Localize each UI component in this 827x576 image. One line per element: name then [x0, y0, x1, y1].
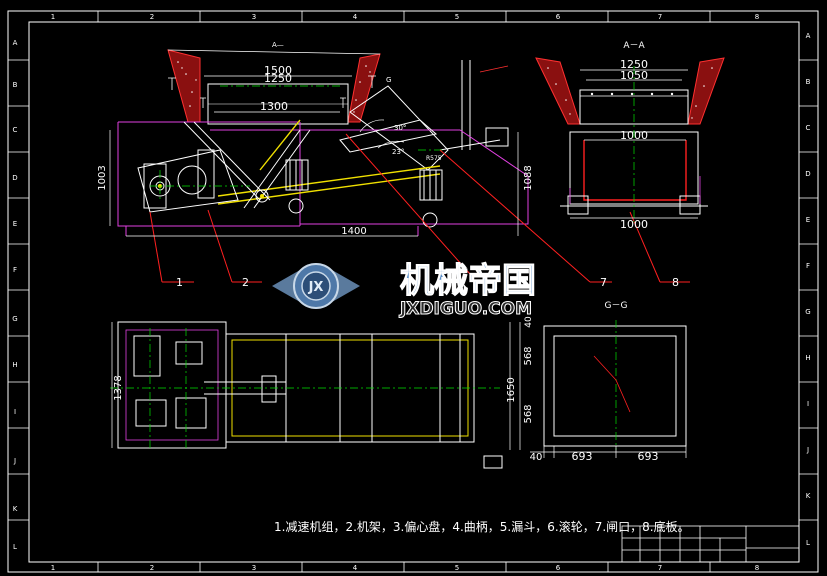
row-label-right-H: H	[805, 354, 810, 362]
section-label-a: A—	[272, 41, 284, 49]
row-label-right-F: F	[806, 262, 810, 270]
angle-30: 30°	[394, 124, 406, 132]
row-label-left-H: H	[12, 361, 17, 369]
watermark-en: JXDIGUO.COM	[399, 299, 532, 319]
row-label-left-A: A	[13, 39, 18, 47]
row-label-left-E: E	[13, 220, 17, 228]
dim-568-upper: 568	[523, 346, 534, 365]
col-label-top-4: 4	[353, 13, 358, 21]
col-label-bottom-1: 1	[51, 564, 55, 572]
row-label-left-D: D	[12, 174, 17, 182]
dim-aa-1000-inner: 1000	[620, 129, 648, 142]
row-label-left-J: J	[13, 457, 16, 465]
row-label-left-B: B	[13, 81, 18, 89]
col-label-top-1: 1	[51, 13, 55, 21]
col-label-top-7: 7	[658, 13, 662, 21]
watermark-logo: JX	[272, 263, 360, 309]
dim-gg-40: 40	[530, 452, 543, 463]
zone-ticks	[8, 11, 818, 572]
dim-1378: 1378	[113, 375, 124, 400]
col-label-bottom-2: 2	[150, 564, 154, 572]
parts-legend: 1.减速机组，2.机架，3.偏心盘，4.曲柄，5.漏斗，6.滚轮，7.闸口，8.…	[274, 519, 690, 534]
section-title-gg: G－G	[605, 301, 628, 311]
col-label-bottom-6: 6	[556, 564, 561, 572]
row-label-left-G: G	[12, 315, 17, 323]
watermark-cn: 机械帝国	[400, 261, 536, 301]
section-gg-view: G－G 40 693 693	[530, 301, 687, 463]
watermark: JX 机械帝国 JXDIGUO.COM	[272, 260, 537, 320]
dim-1300: 1300	[260, 100, 288, 113]
callout-2: 2	[242, 276, 249, 289]
dim-aa-1250: 1250	[620, 58, 648, 71]
row-label-right-D: D	[805, 170, 810, 178]
dim-gg-693-left: 693	[572, 450, 593, 463]
callout-8: 8	[672, 276, 679, 289]
col-label-top-5: 5	[455, 13, 459, 21]
col-label-top-2: 2	[150, 13, 154, 21]
row-label-left-C: C	[13, 126, 18, 134]
row-label-right-E: E	[806, 216, 810, 224]
dim-1650: 1650	[506, 377, 517, 402]
dim-plan-40: 40	[524, 316, 534, 328]
radius-575: R575	[426, 155, 442, 162]
row-label-right-K: K	[806, 492, 811, 500]
dim-1088: 1088	[523, 165, 534, 190]
angle-23: 23°	[392, 148, 404, 156]
row-label-right-J: J	[806, 446, 809, 454]
col-label-bottom-4: 4	[353, 564, 358, 572]
row-label-left-L: L	[13, 543, 17, 551]
row-label-right-B: B	[806, 78, 811, 86]
elevation-view: 1500 1250 1300 1003 1088 1400 30° 23° R5…	[97, 41, 690, 283]
dim-1003: 1003	[97, 165, 108, 190]
row-label-right-C: C	[806, 124, 811, 132]
section-title-aa: A－A	[623, 41, 645, 51]
row-label-right-L: L	[806, 539, 810, 547]
row-label-left-F: F	[13, 266, 17, 274]
col-label-bottom-5: 5	[455, 564, 459, 572]
col-label-top-6: 6	[556, 13, 561, 21]
watermark-logo-text: JX	[308, 280, 324, 295]
col-label-top-8: 8	[755, 13, 759, 21]
col-label-bottom-3: 3	[252, 564, 256, 572]
dim-1400: 1400	[341, 226, 366, 237]
section-aa-view: A－A 1250 1050 1000 1000	[535, 41, 725, 231]
row-label-right-I: I	[807, 400, 809, 408]
dim-gg-693-right: 693	[638, 450, 659, 463]
col-label-bottom-8: 8	[755, 564, 759, 572]
row-label-left-I: I	[14, 408, 16, 416]
dim-aa-1050: 1050	[620, 69, 648, 82]
dim-568-lower: 568	[523, 404, 534, 423]
hopper-rock-left	[167, 49, 381, 123]
row-label-right-A: A	[806, 32, 811, 40]
title-block	[621, 525, 800, 563]
plan-view: 1378 568 1650 568 40	[110, 316, 534, 469]
row-label-left-K: K	[13, 505, 18, 513]
drawing-frame	[7, 10, 819, 573]
section-marker-g: G	[386, 76, 391, 84]
dim-1500: 1500	[264, 64, 292, 77]
callout-1: 1	[176, 276, 183, 289]
dim-aa-1000-bottom: 1000	[620, 218, 648, 231]
row-label-right-G: G	[805, 308, 810, 316]
callout-7: 7	[600, 276, 607, 289]
col-label-top-3: 3	[252, 13, 256, 21]
col-label-bottom-7: 7	[658, 564, 662, 572]
dim-1250-top: 1250	[264, 72, 292, 85]
